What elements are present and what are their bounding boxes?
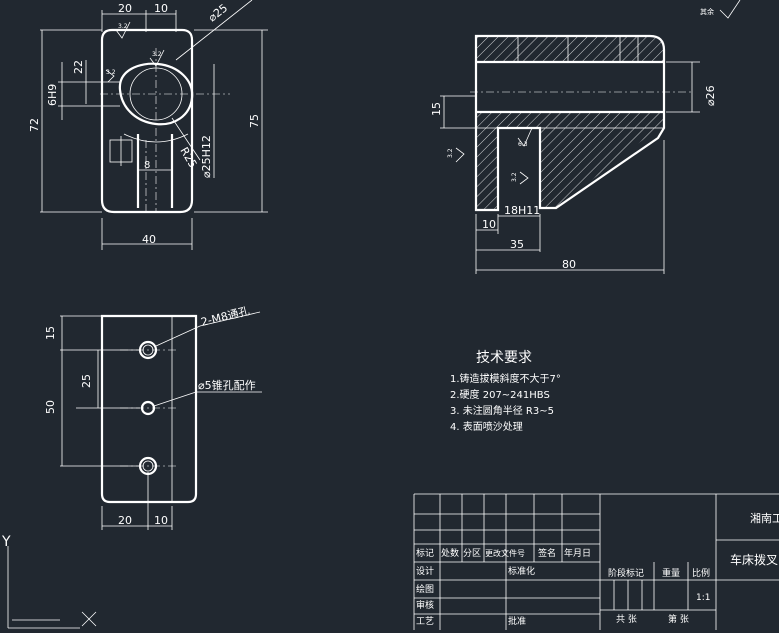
title-block-header-2: 分区 [463,548,481,559]
title-block-header-3: 更改文件号 [485,548,525,558]
side-view: 15 ⌀26 10 18H11 35 80 3.2 6.3 3.2 其余 [430,0,741,274]
top-dim-bottom-right: 10 [154,514,168,527]
title-block-scale-value: 1:1 [696,593,710,603]
title-block: 湘南工学 车床拨叉 标记 处数 分区 更改文件号 签名 年月日 设计 标准化 绘… [413,493,779,630]
title-block-part-name: 车床拨叉 [730,552,778,567]
side-dim-mid-width: 35 [510,238,524,251]
title-block-scale: 比例 [692,567,710,579]
title-block-company: 湘南工学 [750,511,779,525]
front-dim-height: 72 [28,118,41,132]
front-dim-right-height: 75 [248,114,261,128]
side-dim-total-width: 80 [562,258,576,271]
top-dim-mid: 25 [80,374,93,388]
title-block-row-design: 设计 [416,565,434,577]
tech-item-2: 2.硬度 207~241HBS [450,388,550,401]
front-dim-bore: ⌀25H12 [200,135,213,178]
side-dim-left-height: 15 [430,102,443,116]
title-block-header-4: 签名 [538,547,556,559]
front-dim-top-right: 10 [154,2,168,15]
top-callout-pin: ⌀5锥孔配作 [198,379,256,392]
title-block-row-drawing: 绘图 [416,583,434,595]
side-dim-base-width: 10 [482,218,496,231]
top-dim-top: 15 [44,326,57,340]
front-view: 20 10 ⌀25 22 6H9 72 75 ⌀25H12 R25 8 40 3… [28,0,268,250]
front-dim-slot: 6H9 [46,84,59,106]
top-dim-left: 50 [44,400,57,414]
side-dim-bore: ⌀26 [704,85,717,106]
front-dim-hole: 22 [72,60,85,74]
front-dim-diameter: ⌀25 [206,1,230,24]
title-block-row-process: 工艺 [416,616,434,627]
title-block-header-5: 年月日 [564,547,591,559]
top-callout-threaded: 2-M8通孔 [200,304,251,329]
title-block-header-0: 标记 [416,547,434,559]
front-roughness-2: 3.2 [106,69,116,76]
tech-item-3: 3. 未注圆角半径 R3~5 [450,404,554,417]
title-block-header-1: 处数 [441,547,459,559]
title-block-row-standard: 标准化 [508,565,535,577]
side-roughness-other: 其余 [700,7,714,16]
ucs-icon: Y [1,534,97,629]
tech-requirements: 技术要求 1.铸造拔模斜度不大于7° 2.硬度 207~241HBS 3. 未注… [450,350,561,433]
title-block-row-approve: 批准 [508,615,526,627]
tech-item-1: 1.铸造拔模斜度不大于7° [450,372,561,385]
title-block-row-review: 审核 [416,599,434,611]
side-dim-slot: 18H11 [504,204,540,217]
tech-item-4: 4. 表面喷沙处理 [450,420,523,433]
title-block-stage-mark: 阶段标记 [608,567,644,579]
front-dim-radius: R25 [177,145,199,170]
title-block-total: 共 张 [616,614,637,625]
top-dim-bottom-left: 20 [118,514,132,527]
top-view: 15 25 50 20 10 2-M8通孔 ⌀5锥孔配作 [44,304,262,530]
side-roughness-2: 6.3 [518,141,528,148]
front-roughness-1: 3.2 [118,23,128,30]
front-roughness-3: 3.2 [152,51,162,58]
title-block-weight: 重量 [662,567,680,579]
side-roughness-3: 3.2 [511,172,518,182]
front-dim-center-width: 8 [144,160,150,171]
front-dim-top-left: 20 [118,2,132,15]
front-dim-width: 40 [142,233,156,246]
tech-title: 技术要求 [476,350,532,366]
side-roughness-1: 3.2 [447,148,454,158]
ucs-y-label: Y [1,534,11,550]
title-block-sheet: 第 张 [668,613,689,625]
